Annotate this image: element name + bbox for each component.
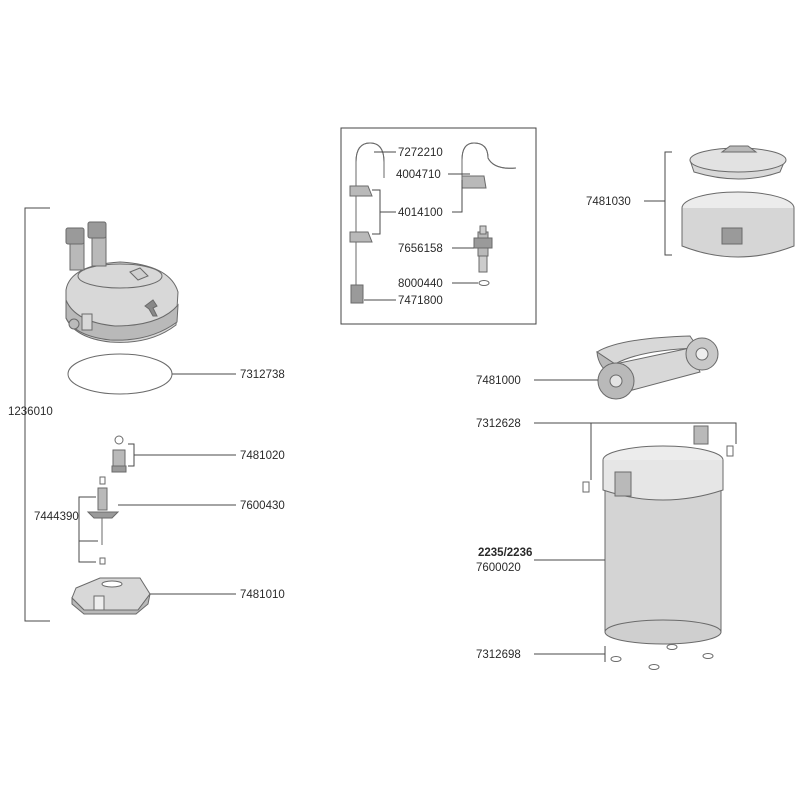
- base-support-illustration: [71, 577, 151, 615]
- handle-strap-illustration: [596, 335, 719, 400]
- feet-illustration: [610, 644, 714, 670]
- label-7481010: 7481010: [240, 589, 285, 601]
- bracket-7444390: [78, 496, 96, 563]
- label-7481020: 7481020: [240, 450, 285, 462]
- label-2235-2236: 2235/2236: [478, 547, 532, 559]
- lid-illustration: [681, 145, 795, 258]
- accessory-frame: [340, 127, 537, 325]
- label-7481000: 7481000: [476, 375, 521, 387]
- leader-7481020: [128, 443, 236, 467]
- label-8000440: 8000440: [398, 278, 443, 290]
- filter-head-illustration: [65, 221, 179, 343]
- valve-illustration: [111, 435, 127, 473]
- label-7444390: 7444390: [34, 511, 79, 523]
- bracket-1236010: [24, 207, 50, 622]
- label-7312698: 7312698: [476, 649, 521, 661]
- canister-group: 7312628 2235/2236 7600020 7312698: [476, 418, 737, 670]
- leader-4014100-right: [452, 180, 463, 213]
- lid-group: 7481030: [586, 145, 795, 258]
- hose-accessory-box: 7272210 4004710 4014100 7656158 8000440 …: [340, 127, 537, 325]
- bracket-7481030: [644, 151, 672, 256]
- leader-4014100-left: [372, 189, 396, 235]
- label-7656158: 7656158: [398, 243, 443, 255]
- label-7481030: 7481030: [586, 196, 631, 208]
- canister-illustration: [582, 425, 734, 645]
- shaft-parts-illustration: [86, 476, 120, 565]
- label-4014100: 4014100: [398, 207, 443, 219]
- label-7272210: 7272210: [398, 147, 443, 159]
- outlet-tube-illustration: [461, 142, 517, 210]
- gasket-ring-illustration: [67, 353, 173, 395]
- label-7312738: 7312738: [240, 369, 285, 381]
- label-7600020: 7600020: [476, 562, 521, 574]
- filter-head-group: 1236010 7312738 7481020: [8, 207, 285, 622]
- valve-tap-illustration: [473, 225, 493, 286]
- leader-7312628: [534, 422, 737, 480]
- handle-group: 7481000: [476, 335, 719, 400]
- j-tube-illustration: [349, 142, 385, 304]
- label-4004710: 4004710: [396, 169, 441, 181]
- label-1236010: 1236010: [8, 406, 53, 418]
- label-7312628: 7312628: [476, 418, 521, 430]
- label-7600430: 7600430: [240, 500, 285, 512]
- label-7471800: 7471800: [398, 295, 443, 307]
- leader-7312698: [534, 646, 606, 662]
